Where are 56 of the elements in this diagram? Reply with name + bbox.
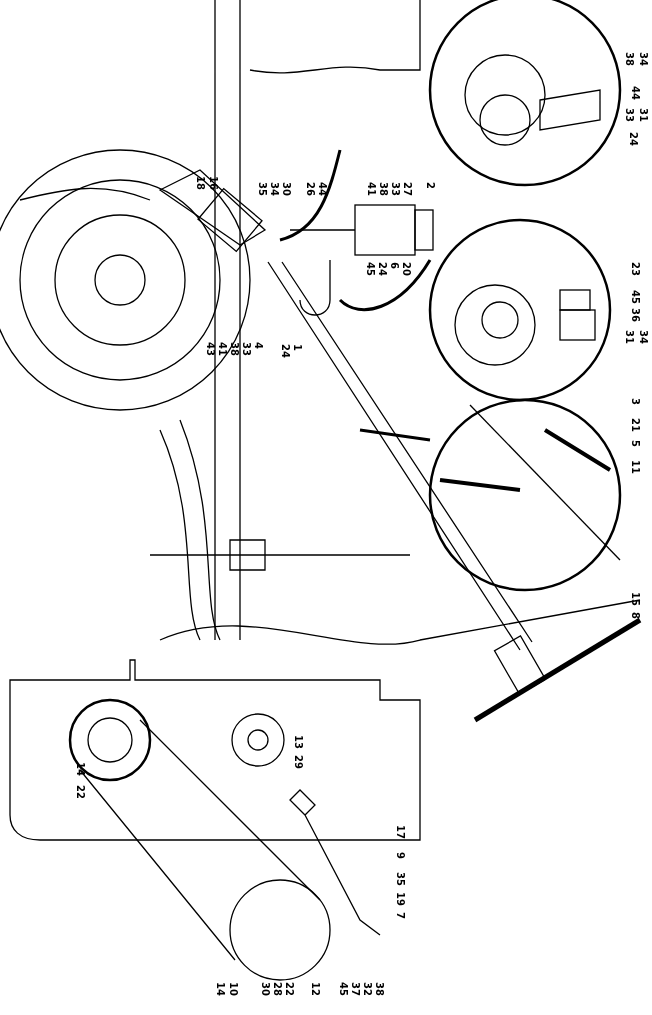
callout-number: 34	[638, 52, 649, 66]
callout-number: 10	[228, 982, 239, 996]
callout-number: 19	[395, 892, 406, 906]
callout-number: 3	[630, 398, 641, 405]
callout-number: 18	[195, 176, 206, 190]
callout-number: 44	[630, 86, 641, 100]
callout-number: 6	[389, 262, 400, 269]
callout-number: 38	[374, 982, 385, 996]
callout-number: 11	[630, 460, 641, 474]
callout-number: 38	[378, 182, 389, 196]
callout-number: 7	[395, 912, 406, 919]
callout-number: 28	[272, 982, 283, 996]
callout-number: 38	[229, 342, 240, 356]
callout-number: 1	[292, 344, 303, 351]
callout-number: 5	[630, 440, 641, 447]
callout-number: 38	[624, 52, 635, 66]
callout-number: 24	[377, 262, 388, 276]
callout-number: 14	[215, 982, 226, 996]
callout-number: 45	[365, 262, 376, 276]
callout-number: 9	[395, 852, 406, 859]
callout-number: 29	[293, 755, 304, 769]
callout-number: 12	[310, 982, 321, 996]
callout-number: 17	[395, 825, 406, 839]
callout-number: 35	[395, 872, 406, 886]
callout-number: 33	[390, 182, 401, 196]
callout-number: 33	[624, 108, 635, 122]
callout-number: 2	[425, 182, 436, 189]
callout-number: 43	[205, 342, 216, 356]
callout-number: 34	[269, 182, 280, 196]
callout-number: 27	[402, 182, 413, 196]
callout-number: 35	[257, 182, 268, 196]
callout-number: 32	[362, 982, 373, 996]
callout-number: 20	[401, 262, 412, 276]
callout-number: 37	[350, 982, 361, 996]
callout-number: 22	[75, 785, 86, 799]
callout-number: 30	[260, 982, 271, 996]
callout-number: 41	[366, 182, 377, 196]
callout-number: 13	[293, 735, 304, 749]
callout-number: 21	[630, 418, 641, 432]
callout-number: 24	[280, 344, 291, 358]
callout-number: 30	[281, 182, 292, 196]
callout-number: 34	[638, 330, 649, 344]
callout-number: 45	[338, 982, 349, 996]
callout-number: 8	[630, 612, 641, 619]
callout-number: 22	[284, 982, 295, 996]
callout-number: 45	[630, 290, 641, 304]
callout-number: 44	[317, 182, 328, 196]
callout-number: 33	[241, 342, 252, 356]
callout-number: 36	[630, 308, 641, 322]
callout-number: 26	[305, 182, 316, 196]
callout-number: 24	[628, 132, 639, 146]
callout-number: 23	[630, 262, 641, 276]
callout-number: 31	[638, 108, 649, 122]
callout-number: 31	[624, 330, 635, 344]
callout-number: 41	[217, 342, 228, 356]
callout-number: 4	[253, 342, 264, 349]
